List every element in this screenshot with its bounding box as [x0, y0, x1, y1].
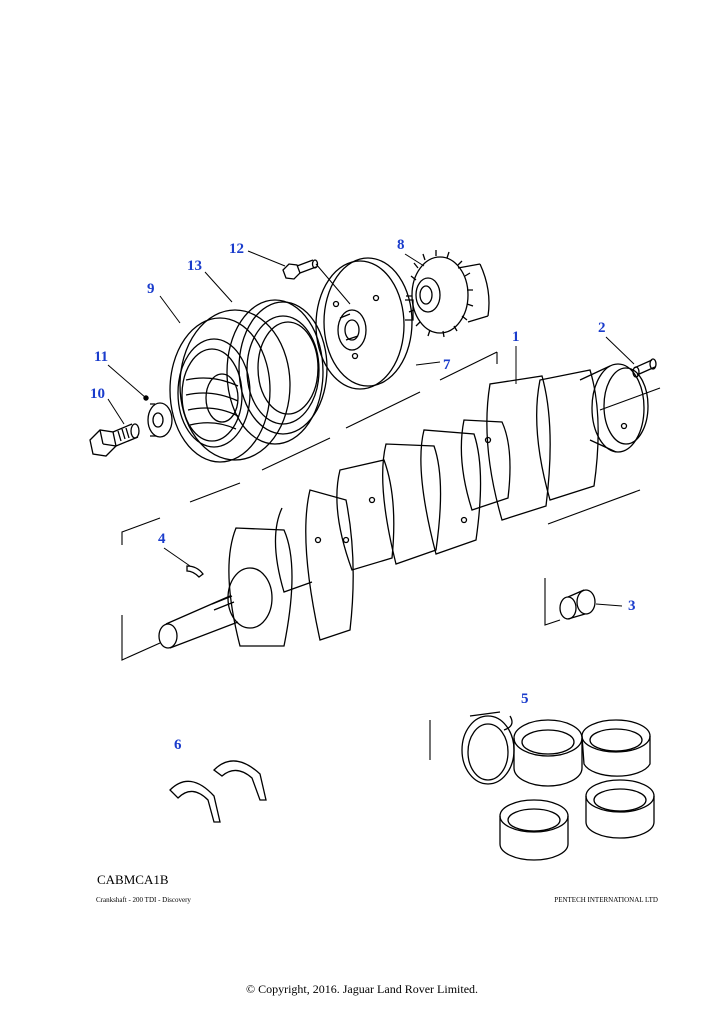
damper-part-7 [316, 258, 413, 389]
callout-8: 8 [397, 237, 405, 253]
diagram-caption: Crankshaft - 200 TDI - Discovery [96, 896, 191, 904]
callout-3: 3 [628, 598, 636, 614]
callout-5: 5 [521, 691, 529, 707]
callout-7: 7 [443, 357, 451, 373]
diagram-code: CABMCA1B [97, 872, 169, 887]
seal-part-13 [227, 300, 327, 444]
publisher-label: PENTECH INTERNATIONAL LTD [554, 896, 658, 904]
bolt-part-12 [283, 260, 318, 279]
callout-11: 11 [94, 349, 109, 365]
washer-part-11 [148, 403, 172, 437]
callout-10: 10 [90, 386, 105, 402]
bush-part-3 [560, 590, 595, 619]
main-bearings-part-5 [462, 712, 654, 860]
callout-4: 4 [158, 531, 166, 547]
callout-9: 9 [147, 281, 155, 297]
callout-13: 13 [187, 258, 202, 274]
callout-2: 2 [598, 320, 606, 336]
crankshaft-part-1 [159, 364, 648, 648]
callout-12: 12 [229, 241, 244, 257]
pulley-part-9 [170, 310, 290, 462]
callout-6: 6 [174, 737, 182, 753]
dowel-pin-part-2 [633, 359, 656, 377]
copyright-notice: © Copyright, 2016. Jaguar Land Rover Lim… [245, 982, 479, 996]
callout-leader-lines [108, 251, 634, 606]
woodruff-key-part-4 [187, 566, 203, 577]
gear-part-8 [406, 250, 489, 337]
assembly-guide-lines [122, 352, 660, 760]
thrust-washers-part-6 [170, 761, 266, 822]
callout-1: 1 [512, 329, 520, 345]
bolt-part-10 [90, 424, 139, 456]
